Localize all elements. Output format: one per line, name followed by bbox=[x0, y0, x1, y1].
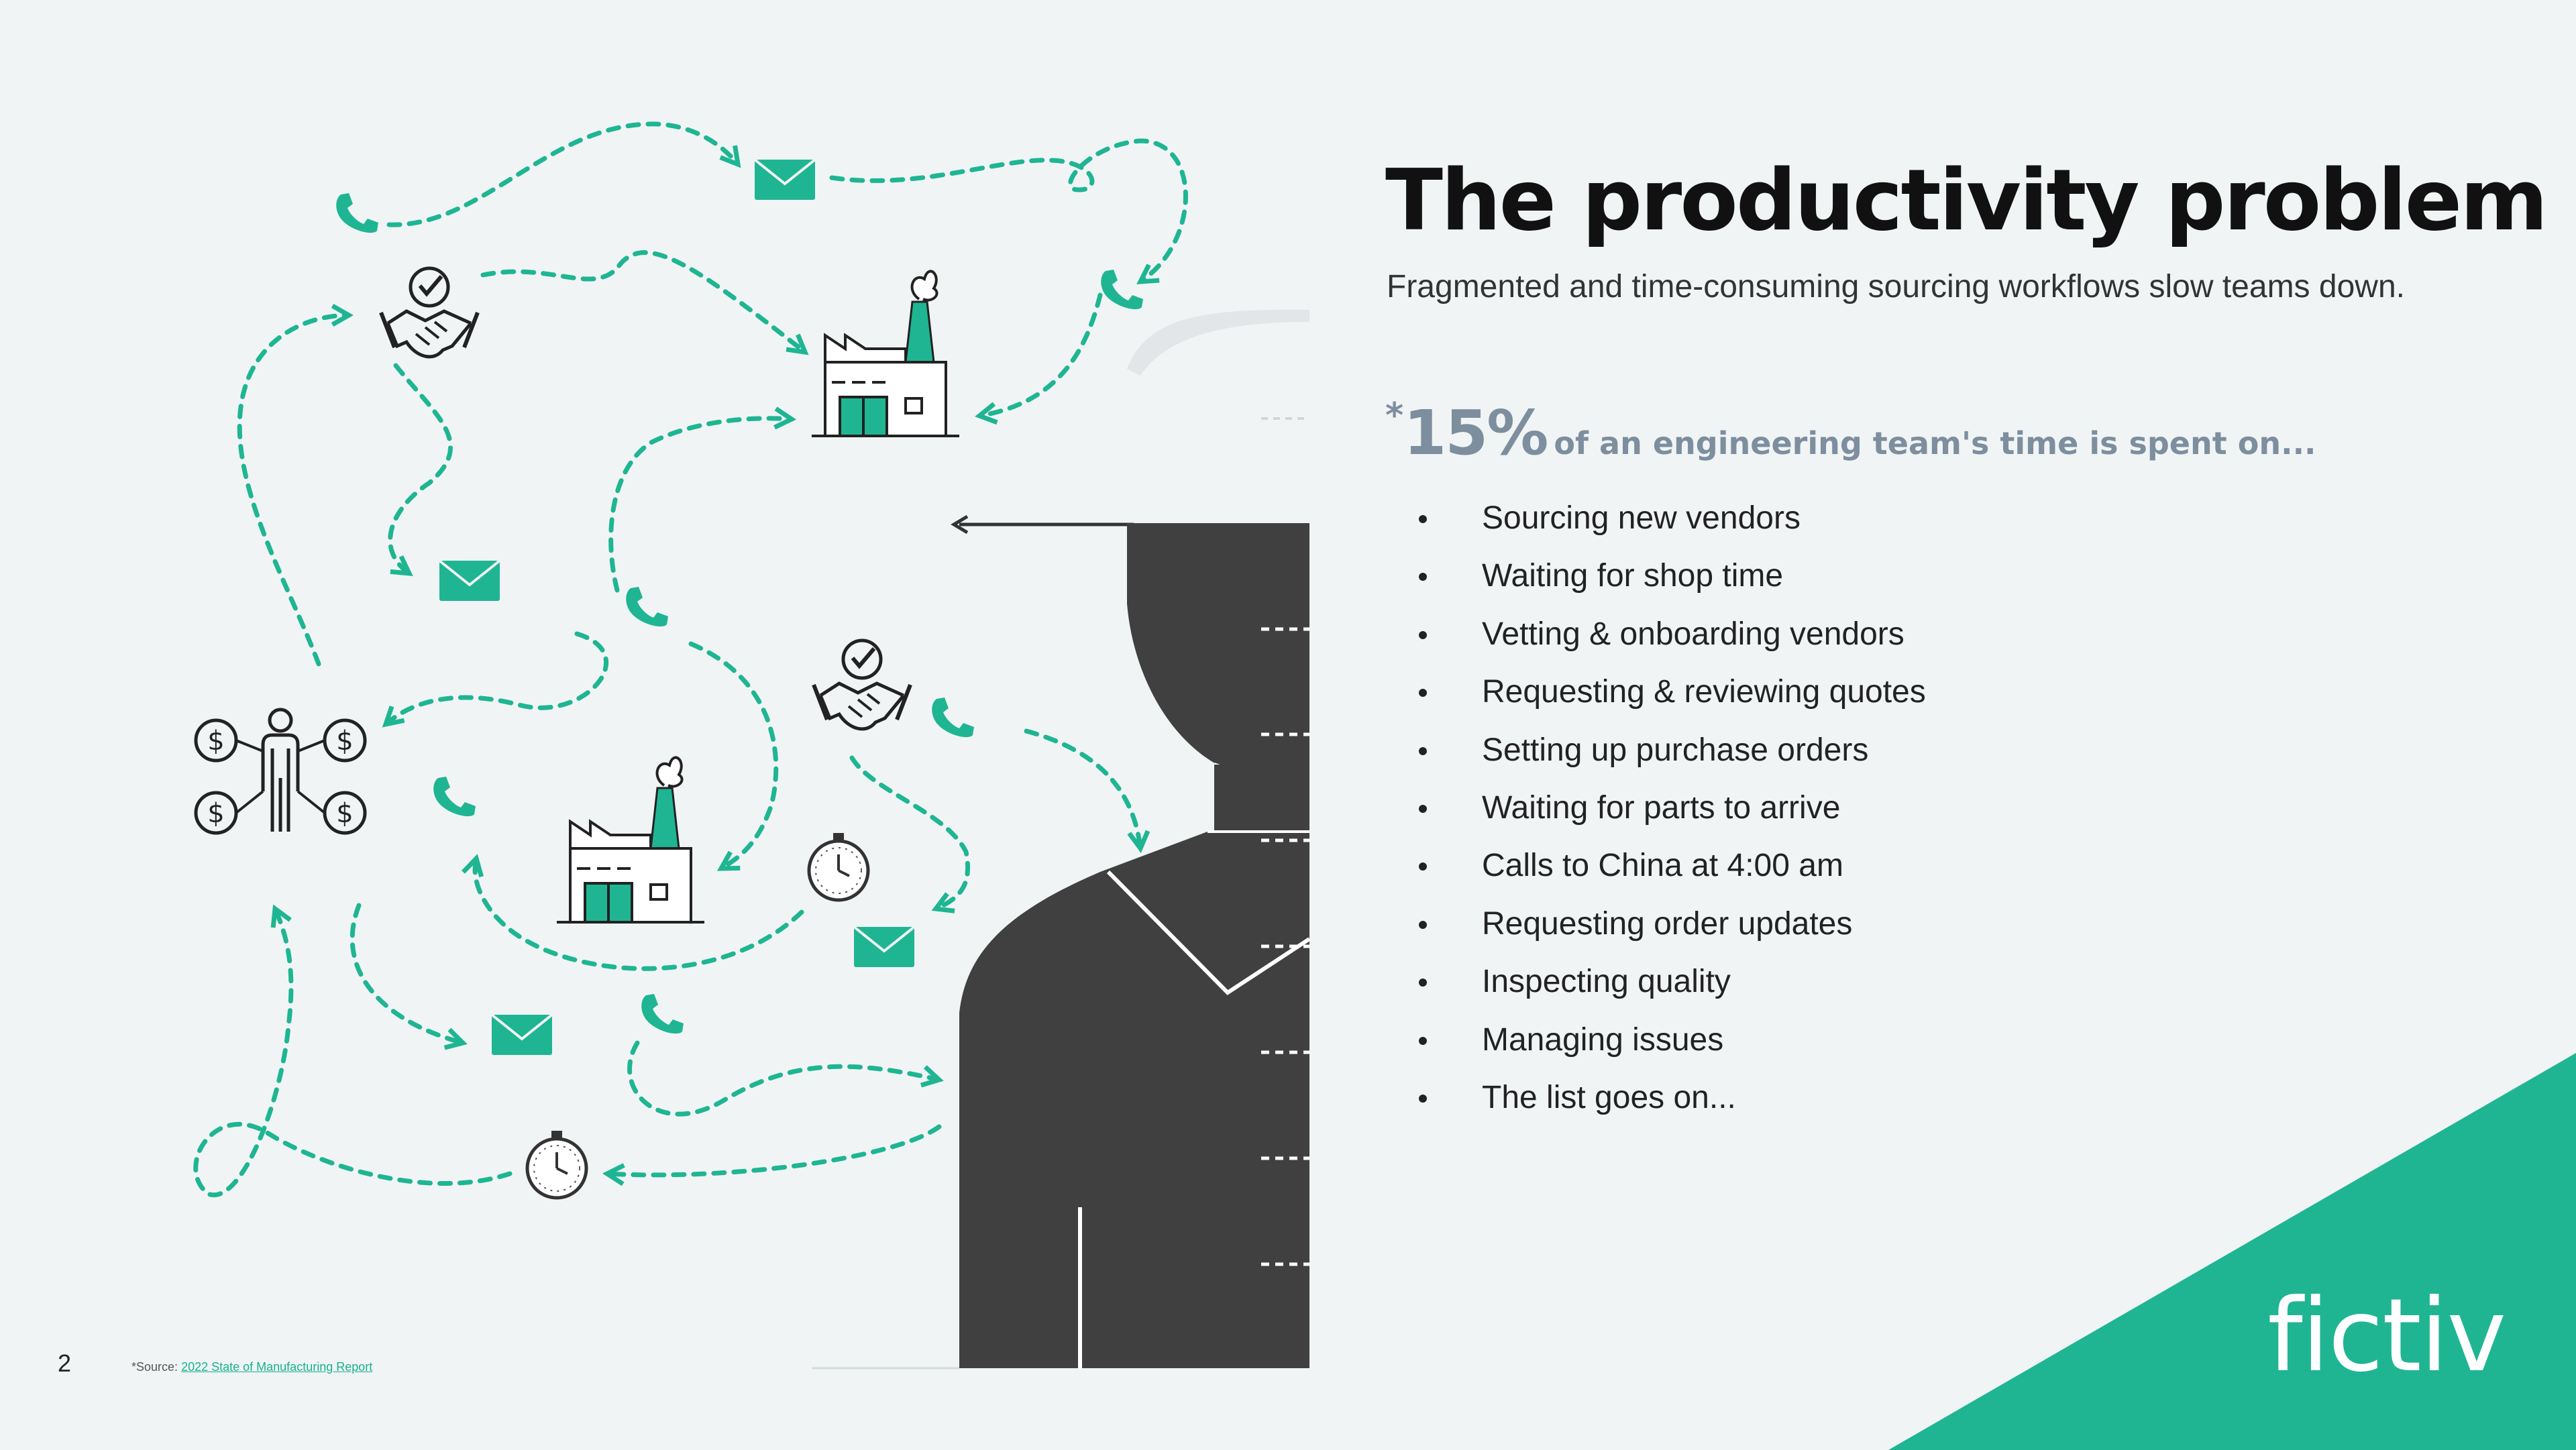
envelope-icon bbox=[853, 926, 916, 968]
bullet-icon bbox=[1419, 979, 1427, 987]
list-item-text: Waiting for parts to arrive bbox=[1482, 789, 1841, 826]
person-silhouette bbox=[812, 309, 1311, 1370]
bullet-icon bbox=[1419, 804, 1427, 813]
stopwatch-icon bbox=[809, 833, 868, 900]
bullet-icon bbox=[1419, 515, 1427, 523]
stat-text: of an engineering team's time is spent o… bbox=[1554, 425, 2316, 461]
phone-icon bbox=[336, 193, 378, 233]
list-item: Vetting & onboarding vendors bbox=[1419, 612, 1926, 670]
source-report-link[interactable]: 2022 State of Manufacturing Report bbox=[181, 1360, 373, 1374]
envelope-icon bbox=[490, 1013, 553, 1056]
page-number: 2 bbox=[58, 1349, 72, 1377]
fictiv-logo: fictiv bbox=[2267, 1278, 2506, 1394]
factory-icon bbox=[810, 270, 961, 437]
phone-icon bbox=[1101, 270, 1143, 310]
handshake-icon bbox=[381, 268, 478, 357]
bullet-icon bbox=[1419, 689, 1427, 698]
bullet-icon bbox=[1419, 1036, 1427, 1045]
list-item: Inspecting quality bbox=[1419, 960, 1926, 1017]
bullet-icon bbox=[1419, 573, 1427, 581]
bullet-icon bbox=[1419, 862, 1427, 871]
envelope-icon bbox=[753, 158, 816, 201]
list-item-text: Requesting order updates bbox=[1482, 905, 1853, 942]
list-item-text: Waiting for shop time bbox=[1482, 558, 1784, 594]
bullet-icon bbox=[1419, 746, 1427, 755]
list-item-text: Inspecting quality bbox=[1482, 964, 1731, 1000]
dashed-workflow-paths bbox=[193, 121, 1188, 1198]
stat-number: 15% bbox=[1403, 397, 1548, 469]
list-item-text: Requesting & reviewing quotes bbox=[1482, 674, 1926, 710]
handshake-icon bbox=[814, 640, 910, 729]
factory-icon bbox=[555, 756, 706, 924]
stat-callout: *15%of an engineering team's time is spe… bbox=[1385, 396, 2316, 469]
phone-icon bbox=[932, 698, 974, 738]
page-subtitle: Fragmented and time-consuming sourcing w… bbox=[1387, 269, 2405, 304]
phone-icon bbox=[433, 777, 476, 817]
footnote-prefix: *Source: bbox=[131, 1360, 178, 1374]
list-item: Requesting & reviewing quotes bbox=[1419, 670, 1926, 728]
stopwatch-icon bbox=[527, 1131, 586, 1198]
list-item-text: Vetting & onboarding vendors bbox=[1482, 616, 1904, 652]
arrow-left-icon bbox=[951, 514, 1134, 535]
list-item-text: The list goes on... bbox=[1482, 1079, 1736, 1115]
bullet-icon bbox=[1419, 630, 1427, 639]
list-item: Managing issues bbox=[1419, 1018, 1926, 1076]
list-item: Requesting order updates bbox=[1419, 902, 1926, 960]
list-item-text: Setting up purchase orders bbox=[1482, 732, 1869, 768]
bullet-icon bbox=[1419, 1094, 1427, 1103]
phone-icon bbox=[626, 587, 668, 627]
list-item: Calls to China at 4:00 am bbox=[1419, 844, 1926, 901]
bullet-list: Sourcing new vendors Waiting for shop ti… bbox=[1419, 496, 1926, 1133]
brand-corner-shape bbox=[1888, 1053, 2576, 1450]
list-item: The list goes on... bbox=[1419, 1076, 1926, 1133]
phone-icon bbox=[641, 994, 684, 1034]
list-item-text: Sourcing new vendors bbox=[1482, 500, 1801, 536]
list-item-text: Managing issues bbox=[1482, 1021, 1724, 1058]
list-item: Setting up purchase orders bbox=[1419, 728, 1926, 786]
envelope-icon bbox=[438, 559, 501, 602]
list-item: Waiting for shop time bbox=[1419, 554, 1926, 612]
list-item: Waiting for parts to arrive bbox=[1419, 786, 1926, 844]
list-item-text: Calls to China at 4:00 am bbox=[1482, 848, 1843, 884]
source-footnote: *Source: 2022 State of Manufacturing Rep… bbox=[131, 1360, 372, 1374]
investor-icon bbox=[196, 710, 365, 833]
stat-asterisk: * bbox=[1385, 396, 1404, 436]
list-item: Sourcing new vendors bbox=[1419, 496, 1926, 554]
page-title: The productivity problem bbox=[1385, 151, 2548, 249]
bullet-icon bbox=[1419, 920, 1427, 929]
